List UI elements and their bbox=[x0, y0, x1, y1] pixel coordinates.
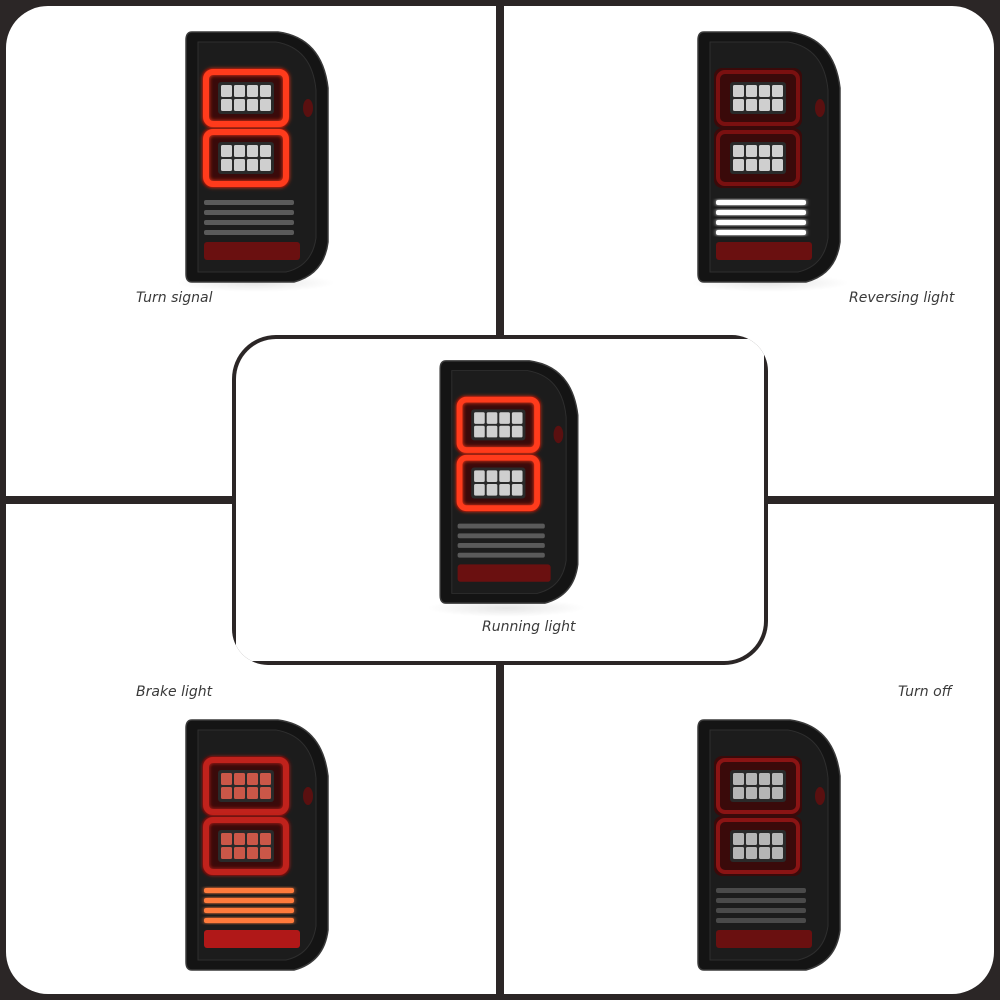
lamp-module-2 bbox=[202, 128, 290, 188]
lamp-bars bbox=[204, 200, 294, 235]
tail-light-off bbox=[697, 719, 841, 971]
lamp-reflector bbox=[815, 787, 825, 805]
caption-brake-light: Brake light bbox=[136, 684, 213, 700]
lamp-bars bbox=[204, 888, 294, 923]
lamp-bottom-strip bbox=[457, 564, 551, 582]
panel-running-light: Running light bbox=[232, 335, 768, 665]
lamp-module-1 bbox=[202, 68, 290, 128]
lamp-bottom-strip bbox=[204, 930, 300, 948]
lamp-reflector bbox=[303, 99, 313, 117]
lamp-module-1 bbox=[202, 756, 290, 816]
lamp-reflector bbox=[815, 99, 825, 117]
lamp-bars bbox=[457, 523, 545, 558]
lamp-bottom-strip bbox=[716, 242, 812, 260]
caption-running-light: Running light bbox=[482, 619, 576, 635]
caption-turn-signal: Turn signal bbox=[136, 290, 213, 306]
lamp-module-2 bbox=[455, 453, 541, 513]
panel-running-light-inner: Running light bbox=[236, 339, 764, 661]
lamp-reflector bbox=[553, 425, 564, 444]
lamp-module-2 bbox=[714, 128, 802, 188]
lamp-module-1 bbox=[455, 395, 541, 454]
lamp-module-2 bbox=[714, 816, 802, 876]
tail-light-running bbox=[439, 360, 579, 604]
lamp-module-1 bbox=[714, 756, 802, 816]
lamp-module-2 bbox=[202, 816, 290, 876]
tail-light-reversing bbox=[697, 31, 841, 283]
lamp-bars bbox=[716, 200, 806, 235]
caption-turn-off: Turn off bbox=[898, 684, 952, 700]
lamp-bottom-strip bbox=[204, 242, 300, 260]
tail-light-turn-signal bbox=[185, 31, 329, 283]
lamp-reflector bbox=[303, 787, 313, 805]
lamp-bottom-strip bbox=[716, 930, 812, 948]
tail-light-brake bbox=[185, 719, 329, 971]
caption-reversing-light: Reversing light bbox=[849, 290, 955, 306]
panel-turn-off: Turn off bbox=[504, 504, 994, 994]
lamp-module-1 bbox=[714, 68, 802, 128]
lamp-bars bbox=[716, 888, 806, 923]
